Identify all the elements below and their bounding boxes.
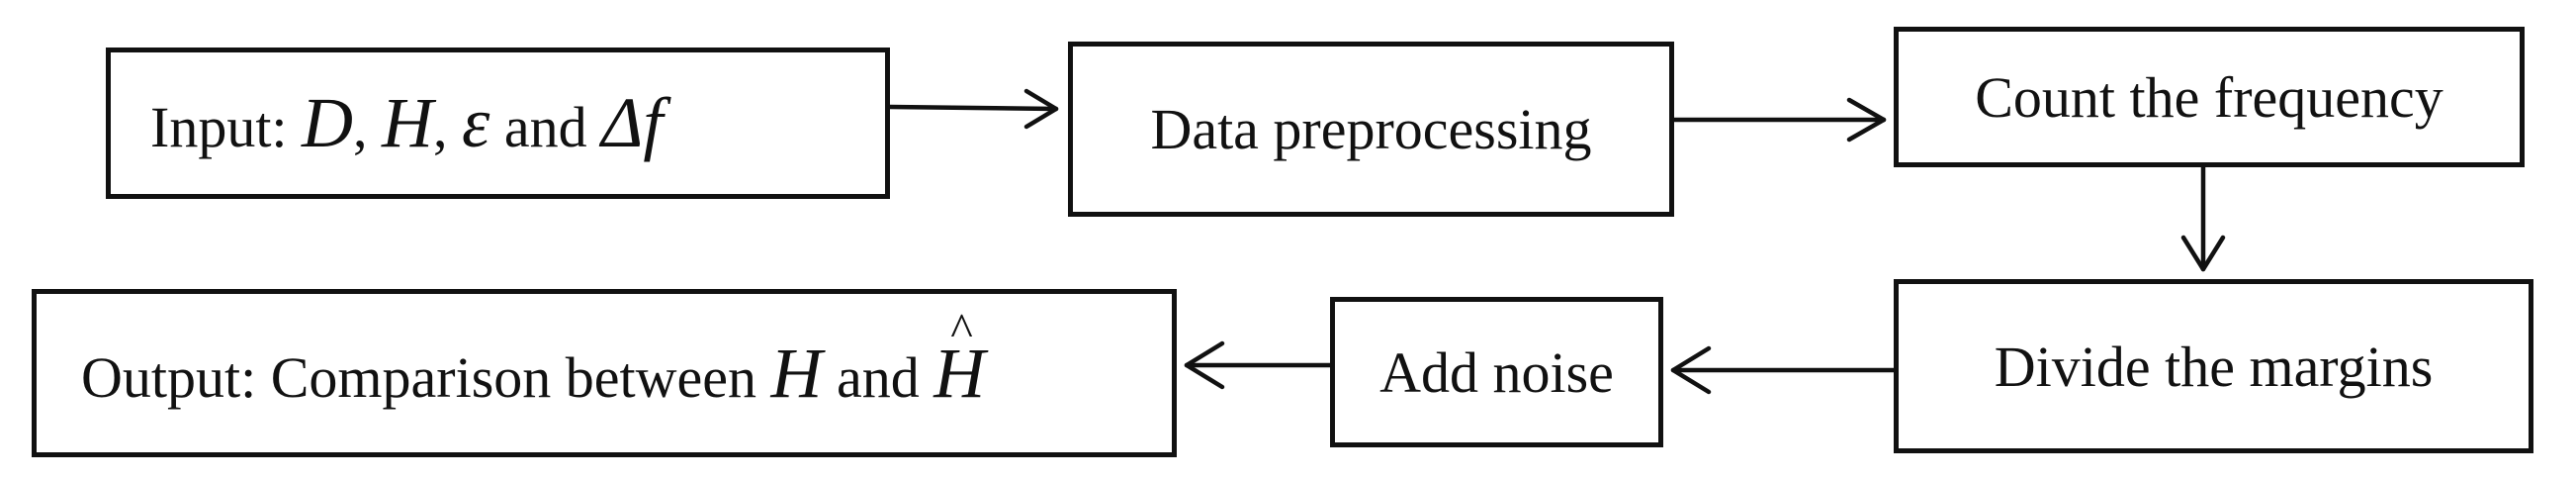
output-var-h-hat: H ^	[933, 304, 986, 415]
output-var-h-hat-letter: H	[933, 333, 986, 413]
arrow-count-to-divide	[2180, 164, 2226, 272]
preprocessing-node: Data preprocessing	[1068, 42, 1674, 217]
input-node: Input: D, H, ε and Δf	[106, 48, 890, 199]
divide-margins-node: Divide the margins	[1894, 279, 2533, 453]
input-and: and	[503, 95, 587, 159]
arrow-divide-to-noise	[1670, 345, 1897, 395]
output-and: and	[837, 344, 920, 410]
preprocessing-label: Data preprocessing	[1150, 97, 1592, 161]
count-frequency-label: Count the frequency	[1975, 64, 2443, 130]
output-node-text: Output: Comparison between H and H ^	[81, 304, 986, 415]
input-var-epsilon: ε	[462, 83, 490, 162]
arrow-noise-to-output	[1184, 340, 1333, 390]
input-var-d: D	[302, 83, 354, 162]
add-noise-label: Add noise	[1379, 339, 1614, 405]
arrow-preprocessing-to-count	[1671, 97, 1887, 143]
input-sep-1: ,	[353, 95, 368, 159]
output-node: Output: Comparison between H and H ^	[32, 289, 1177, 457]
add-noise-node: Add noise	[1330, 297, 1663, 447]
output-hat-accent: ^	[950, 303, 973, 356]
divide-margins-label: Divide the margins	[1994, 334, 2434, 399]
input-var-h: H	[382, 83, 434, 162]
input-var-delta-f: Δf	[601, 83, 664, 162]
input-node-text: Input: D, H, ε and Δf	[150, 82, 663, 164]
input-label: Input:	[150, 95, 288, 159]
output-var-h: H	[770, 333, 823, 413]
count-frequency-node: Count the frequency	[1894, 27, 2525, 167]
arrow-input-to-preprocessing	[887, 88, 1059, 130]
input-sep-2: ,	[433, 95, 448, 159]
output-label: Output: Comparison between	[81, 344, 757, 410]
